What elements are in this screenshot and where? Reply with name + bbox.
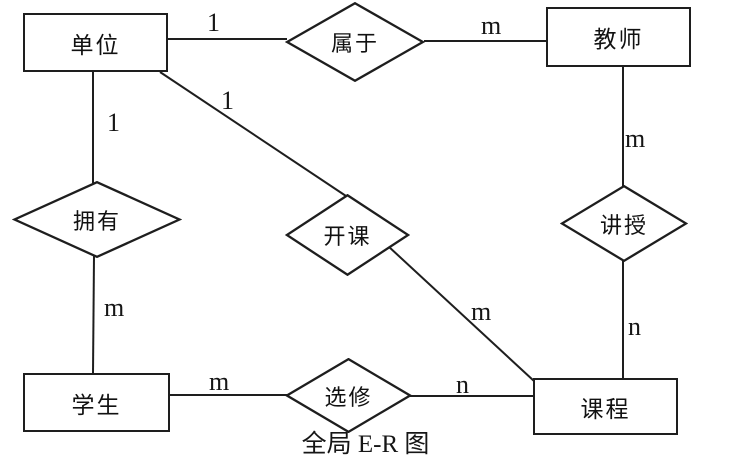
cardinality-label-elective-course: n bbox=[456, 370, 469, 399]
entity-course: 课程 bbox=[533, 378, 678, 435]
diamond-shape bbox=[285, 2, 425, 82]
entity-unit: 单位 bbox=[23, 13, 168, 72]
entity-course-label: 课程 bbox=[580, 396, 631, 422]
relationship-belongs-to-label: 属于 bbox=[330, 31, 379, 56]
cardinality-label-teacher-teaches: m bbox=[625, 124, 646, 153]
entity-unit-label: 单位 bbox=[70, 32, 121, 58]
edge-owns-student bbox=[92, 255, 95, 374]
relationship-owns: 拥有 bbox=[12, 181, 182, 258]
cardinality-label-unit-owns: 1 bbox=[107, 108, 120, 137]
cardinality-label-belongs-teacher: m bbox=[481, 11, 502, 40]
entity-teacher: 教师 bbox=[546, 7, 691, 67]
diamond-shape bbox=[12, 181, 182, 258]
diagram-caption: 全局 E-R 图 bbox=[301, 431, 430, 456]
diamond-shape bbox=[285, 194, 410, 276]
cardinality-label-offers-course: m bbox=[471, 297, 492, 326]
entity-student: 学生 bbox=[23, 373, 170, 432]
relationship-offers: 开课 bbox=[285, 194, 410, 276]
cardinality-label-teaches-course: n bbox=[628, 312, 641, 341]
relationship-elective: 选修 bbox=[285, 358, 412, 433]
relationship-owns-label: 拥有 bbox=[72, 208, 121, 234]
relationship-belongs-to: 属于 bbox=[285, 2, 425, 82]
edge-offers-course bbox=[387, 245, 535, 382]
cardinality-label-owns-student: m bbox=[104, 293, 125, 322]
entity-student-label: 学生 bbox=[71, 392, 122, 418]
relationship-teaches: 讲授 bbox=[560, 185, 688, 262]
cardinality-label-unit-offers: 1 bbox=[221, 86, 234, 115]
edge-unit-offers bbox=[159, 71, 347, 197]
entity-teacher-label: 教师 bbox=[593, 27, 644, 52]
diamond-shape bbox=[560, 185, 688, 262]
relationship-teaches-label: 讲授 bbox=[599, 212, 648, 238]
diamond-shape bbox=[285, 358, 412, 433]
cardinality-label-student-elective: m bbox=[209, 367, 230, 396]
relationship-offers-label: 开课 bbox=[323, 224, 372, 249]
cardinality-label-unit-belongs: 1 bbox=[207, 8, 220, 37]
relationship-elective-label: 选修 bbox=[324, 384, 373, 410]
